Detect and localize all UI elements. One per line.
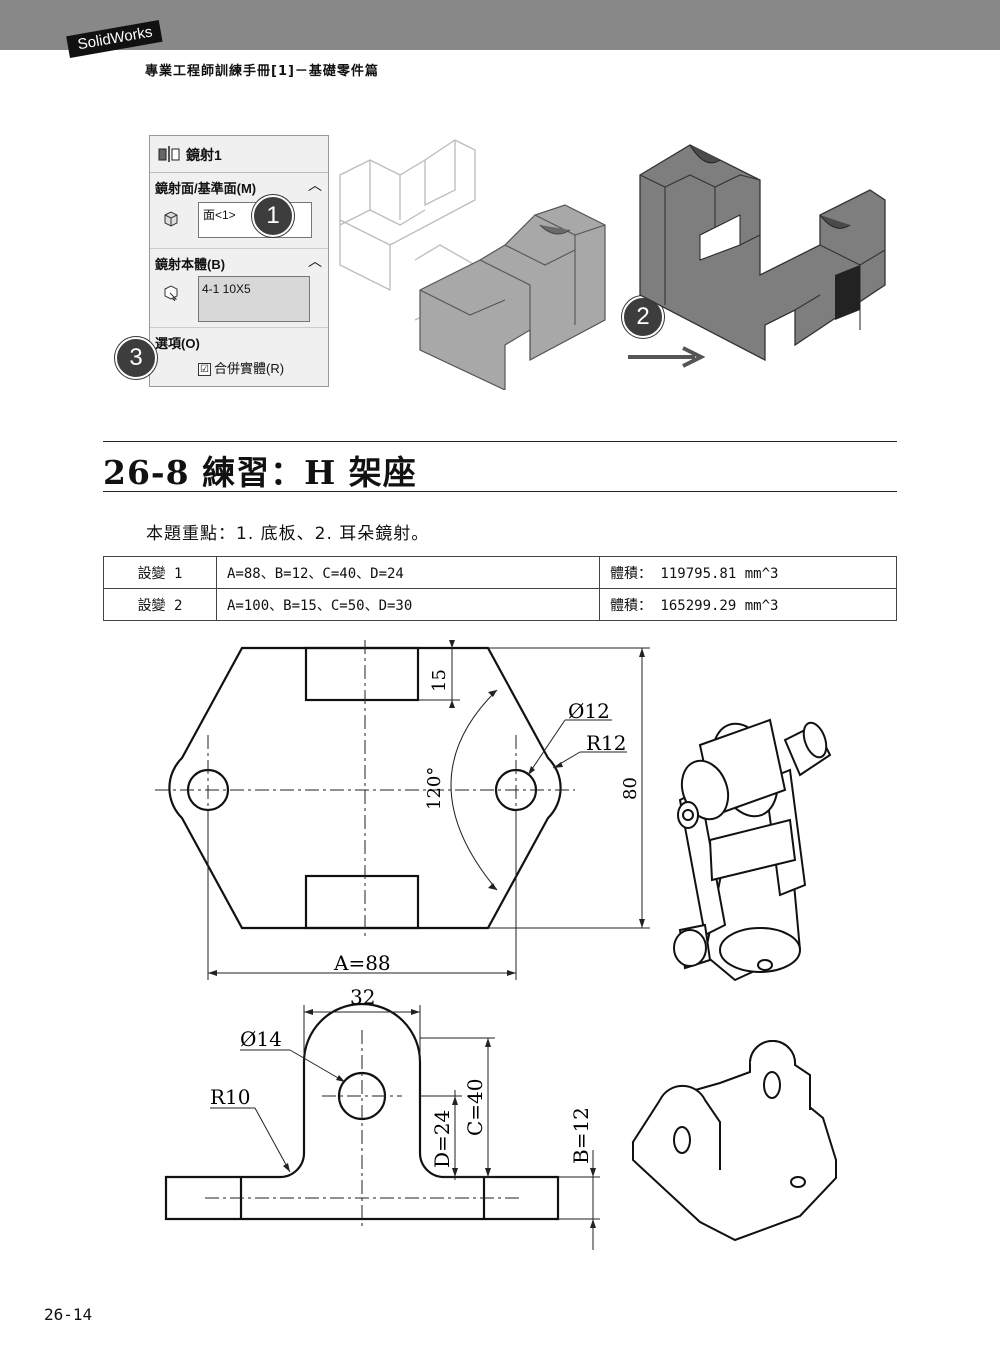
pm-title: 鏡射1 (186, 147, 222, 163)
face-icon (164, 211, 178, 227)
bodies-section: 鏡射本體(B) ︿ 4-1 10X5 (150, 249, 328, 328)
mirror-face-label: 鏡射面/基準面(M) (155, 181, 257, 196)
bodies-field[interactable]: 4-1 10X5 (198, 276, 310, 322)
dim-120-label: 120° (424, 767, 445, 810)
design-change-table: 設變 1 A=88、B=12、C=40、D=24 體積： 119795.81 m… (103, 556, 897, 621)
table-cell: A=100、B=15、C=50、D=30 (216, 588, 600, 621)
mirror-face-section: 鏡射面/基準面(M) ︿ 面<1> (150, 173, 328, 249)
page-number: 26-14 (44, 1305, 93, 1324)
dim-r10-label: R10 (210, 1085, 251, 1109)
bodies-value: 4-1 10X5 (202, 282, 251, 296)
table-cell: 體積： 119795.81 mm^3 (599, 556, 897, 589)
section-title: 26-8 練習：H 架座 (103, 453, 417, 492)
checkbox-icon: ☑ (198, 363, 211, 377)
collapse-icon[interactable]: ︿ (308, 253, 322, 269)
solid-body-icon (164, 285, 178, 301)
top-bar (0, 0, 1000, 50)
bodies-label: 鏡射本體(B) (155, 257, 226, 272)
dim-phi12-label: Ø12 (568, 699, 610, 723)
options-label: 選項(O) (155, 336, 200, 351)
dim-phi14-label: Ø14 (240, 1027, 282, 1051)
section-rule-bottom (103, 491, 897, 492)
dim-15-label: 15 (429, 669, 450, 692)
merge-label: 合併實體(R) (214, 361, 285, 376)
dim-r12-label: R12 (586, 731, 627, 755)
collapse-icon[interactable]: ︿ (308, 177, 322, 193)
dim-c-label: C=40 (463, 1078, 487, 1136)
dim-80-label: 80 (620, 777, 641, 800)
mirror-result-model (639, 144, 886, 362)
mirror-property-manager: 鏡射1 鏡射面/基準面(M) ︿ 面<1> 鏡射本體(B) ︿ 4-1 10X5… (149, 135, 329, 387)
callout-3: 3 (115, 337, 157, 379)
exercise-focus: 本題重點：1. 底板、2. 耳朵鏡射。 (146, 524, 430, 544)
table-row: 設變 2 A=100、B=15、C=50、D=30 體積： 165299.29 … (103, 588, 897, 621)
pm-header: 鏡射1 (150, 136, 328, 173)
mirror-face-value: 面<1> (203, 208, 236, 222)
top-view: 15 Ø12 R12 120° 80 A=88 (155, 640, 650, 980)
table-cell: 體積： 165299.29 mm^3 (599, 588, 897, 621)
mirror-feature-icon (158, 146, 180, 162)
part-isometric (631, 1040, 838, 1242)
table-cell: A=88、B=12、C=40、D=24 (216, 556, 600, 589)
book-title: 專業工程師訓練手冊[1]－基礎零件篇 (145, 64, 379, 79)
engineering-drawing: 15 Ø12 R12 120° 80 A=88 (155, 640, 838, 1250)
table-cell: 設變 1 (103, 556, 217, 589)
table-row: 設變 1 A=88、B=12、C=40、D=24 體積： 119795.81 m… (103, 556, 897, 589)
section-rule-top (103, 441, 897, 442)
mirror-preview-model (339, 139, 606, 390)
callout-1: 1 (252, 195, 294, 237)
dim-32-label: 32 (350, 985, 375, 1009)
arrow-right-icon (628, 346, 705, 368)
dim-a-label: A=88 (333, 951, 391, 975)
front-view: 32 Ø14 R10 D=24 C=40 B=12 (164, 985, 600, 1250)
assembly-isometric (673, 718, 832, 982)
mirror-source-body (419, 204, 606, 390)
merge-checkbox[interactable]: ☑合併實體(R) (198, 358, 284, 377)
options-section: 選項(O) ☑合併實體(R) (150, 328, 328, 385)
table-cell: 設變 2 (103, 588, 217, 621)
dim-d-label: D=24 (430, 1110, 454, 1168)
dim-b-label: B=12 (569, 1107, 593, 1164)
